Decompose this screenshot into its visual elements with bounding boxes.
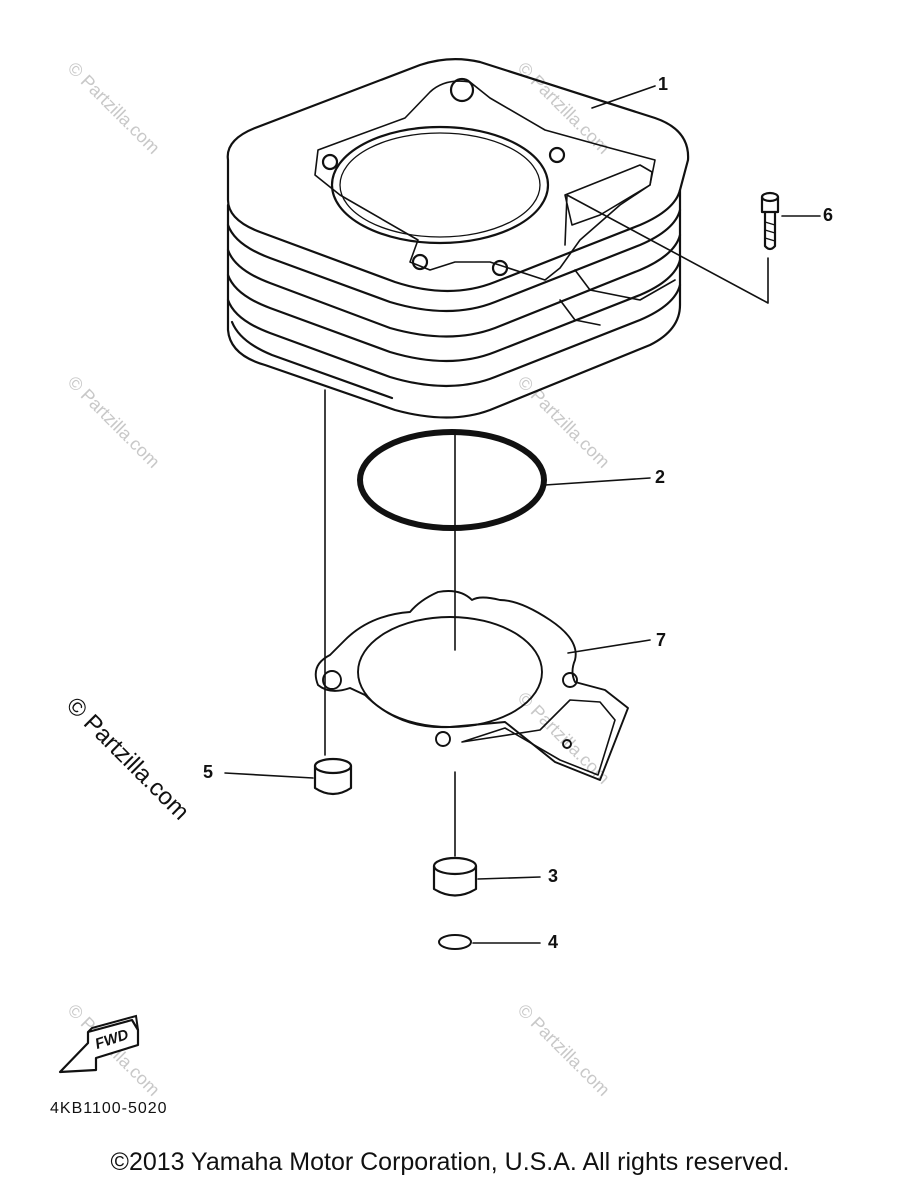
o-ring-large — [357, 429, 547, 531]
fwd-arrow-icon: FWD — [58, 1014, 140, 1074]
callout-5: 5 — [203, 762, 214, 782]
callout-4: 4 — [548, 932, 559, 952]
copyright-notice: ©2013 Yamaha Motor Corporation, U.S.A. A… — [110, 1148, 790, 1176]
diagram-code: 4KB1100-5020 — [50, 1100, 168, 1117]
dowel-pin-left — [313, 757, 353, 796]
callout-7: 7 — [656, 630, 667, 650]
alignment-lines — [324, 194, 769, 857]
bolt — [760, 191, 780, 251]
leader-lines — [224, 85, 821, 944]
callout-6: 6 — [823, 205, 834, 225]
callout-2: 2 — [655, 467, 666, 487]
cylinder — [226, 58, 690, 419]
dowel-pin-right — [432, 856, 478, 897]
callout-1: 1 — [658, 74, 669, 94]
cylinder-gasket — [314, 590, 629, 781]
o-ring-small — [438, 934, 472, 950]
callout-3: 3 — [548, 866, 559, 886]
